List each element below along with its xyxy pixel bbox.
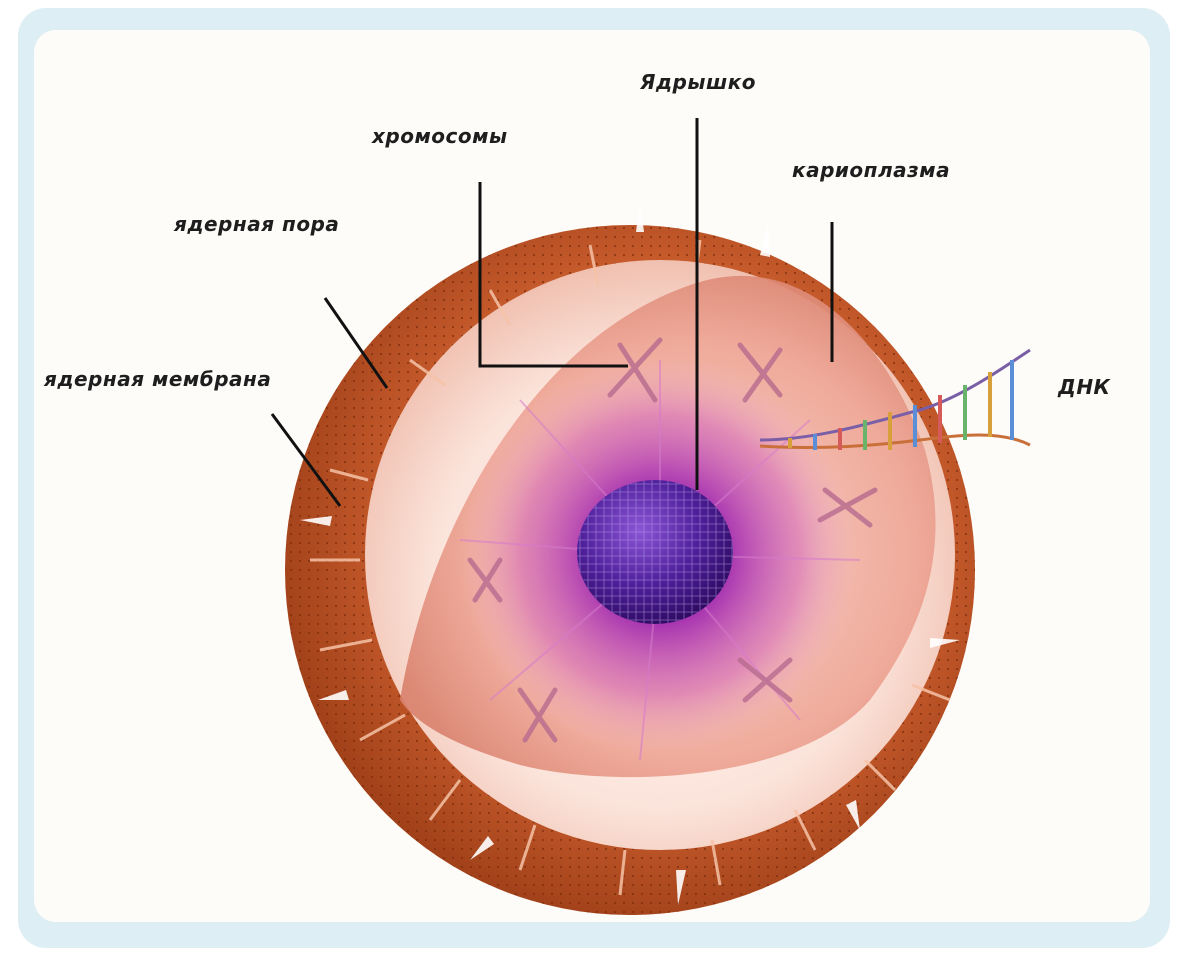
label-nucleolus: Ядрышко — [640, 70, 756, 94]
label-dna: ДНК — [1058, 375, 1110, 399]
label-nuclear-pore: ядерная пора — [174, 212, 339, 236]
label-nuclear-membrane: ядерная мембрана — [44, 367, 271, 391]
label-chromosomes: хромосомы — [372, 124, 508, 148]
label-karyoplasm: кариоплазма — [792, 158, 950, 182]
nucleolus-shape — [577, 480, 733, 624]
